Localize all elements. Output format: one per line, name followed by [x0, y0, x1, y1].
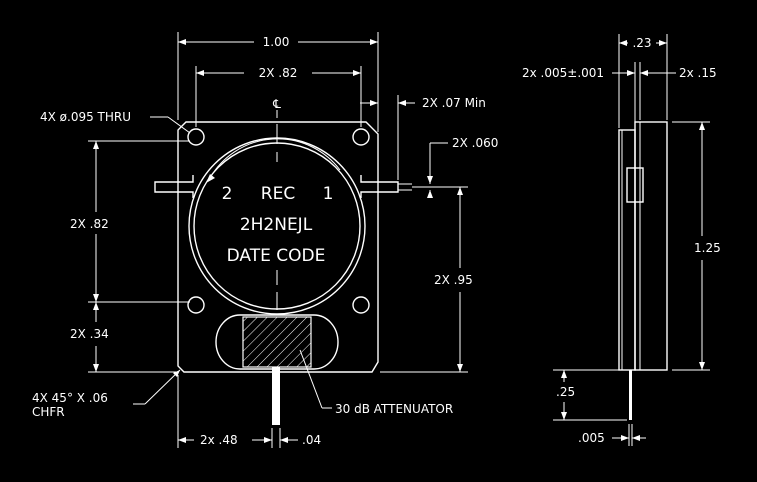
- label-hole-spacing-x: 2X .82: [259, 66, 298, 80]
- dim-lead-thickness: [612, 424, 646, 446]
- label-pin-height: 2X .95: [434, 273, 473, 287]
- side-view-body: [618, 121, 668, 371]
- attenuator: [215, 314, 339, 370]
- label-lead-length: .25: [556, 385, 575, 399]
- dim-pin-position: [177, 375, 298, 448]
- label-attenuator: 30 dB ATTENUATOR: [335, 402, 453, 416]
- dim-pin-offset: [360, 95, 415, 180]
- label-pin-width: .04: [302, 433, 321, 447]
- circulation-arrow: [206, 138, 341, 183]
- output-lead: [272, 367, 280, 425]
- label-lead-thickness: .005: [578, 431, 605, 445]
- dim-side-tab: [612, 62, 676, 128]
- label-hole-spacing-y: 2X .82: [70, 217, 109, 231]
- label-side-height: 1.25: [694, 241, 721, 255]
- isolator-body: [177, 121, 379, 373]
- label-pin-thickness: 2X .060: [452, 136, 498, 150]
- label-part-number: 2H2NEJL: [240, 215, 313, 235]
- label-rec: REC: [261, 184, 295, 204]
- dim-overall-width: [177, 32, 379, 132]
- label-chamfer-2: CHFR: [32, 405, 65, 419]
- label-date-code: DATE CODE: [227, 246, 326, 266]
- dim-side-height: [672, 121, 710, 371]
- dim-pin-height: [380, 186, 468, 373]
- label-hole-thru: 4X ø.095 THRU: [40, 110, 131, 124]
- pin-tabs: [154, 175, 412, 198]
- label-chamfer: 4X 45° X .06: [32, 391, 108, 405]
- dim-side-thickness: [618, 34, 668, 128]
- leader-chamfer: [133, 369, 181, 405]
- label-port-1: 1: [323, 184, 334, 204]
- label-pin-offset: 2X .07 Min: [422, 96, 486, 110]
- label-side-tab-offset: 2x .15: [679, 66, 717, 80]
- label-overall-width: 1.00: [263, 35, 290, 49]
- dim-hole-spacing-x: [195, 66, 362, 127]
- dim-hole-to-bottom: [88, 302, 176, 373]
- label-side-tab-thickness: 2x .005±.001: [522, 66, 604, 80]
- label-side-thickness: .23: [632, 36, 651, 50]
- label-hole-to-bottom: 2X .34: [70, 327, 109, 341]
- label-centerline: ℄: [272, 97, 281, 111]
- mounting-holes: [187, 128, 370, 314]
- dim-hole-spacing-y: [88, 140, 190, 303]
- dim-lead-length: [553, 369, 627, 421]
- side-view-lead: [629, 370, 632, 420]
- leader-attenuator: [299, 349, 332, 409]
- leader-hole-label: [150, 116, 191, 134]
- label-pin-position: 2x .48: [200, 433, 238, 447]
- dim-pin-thickness: [427, 142, 448, 198]
- label-port-2: 2: [222, 184, 233, 204]
